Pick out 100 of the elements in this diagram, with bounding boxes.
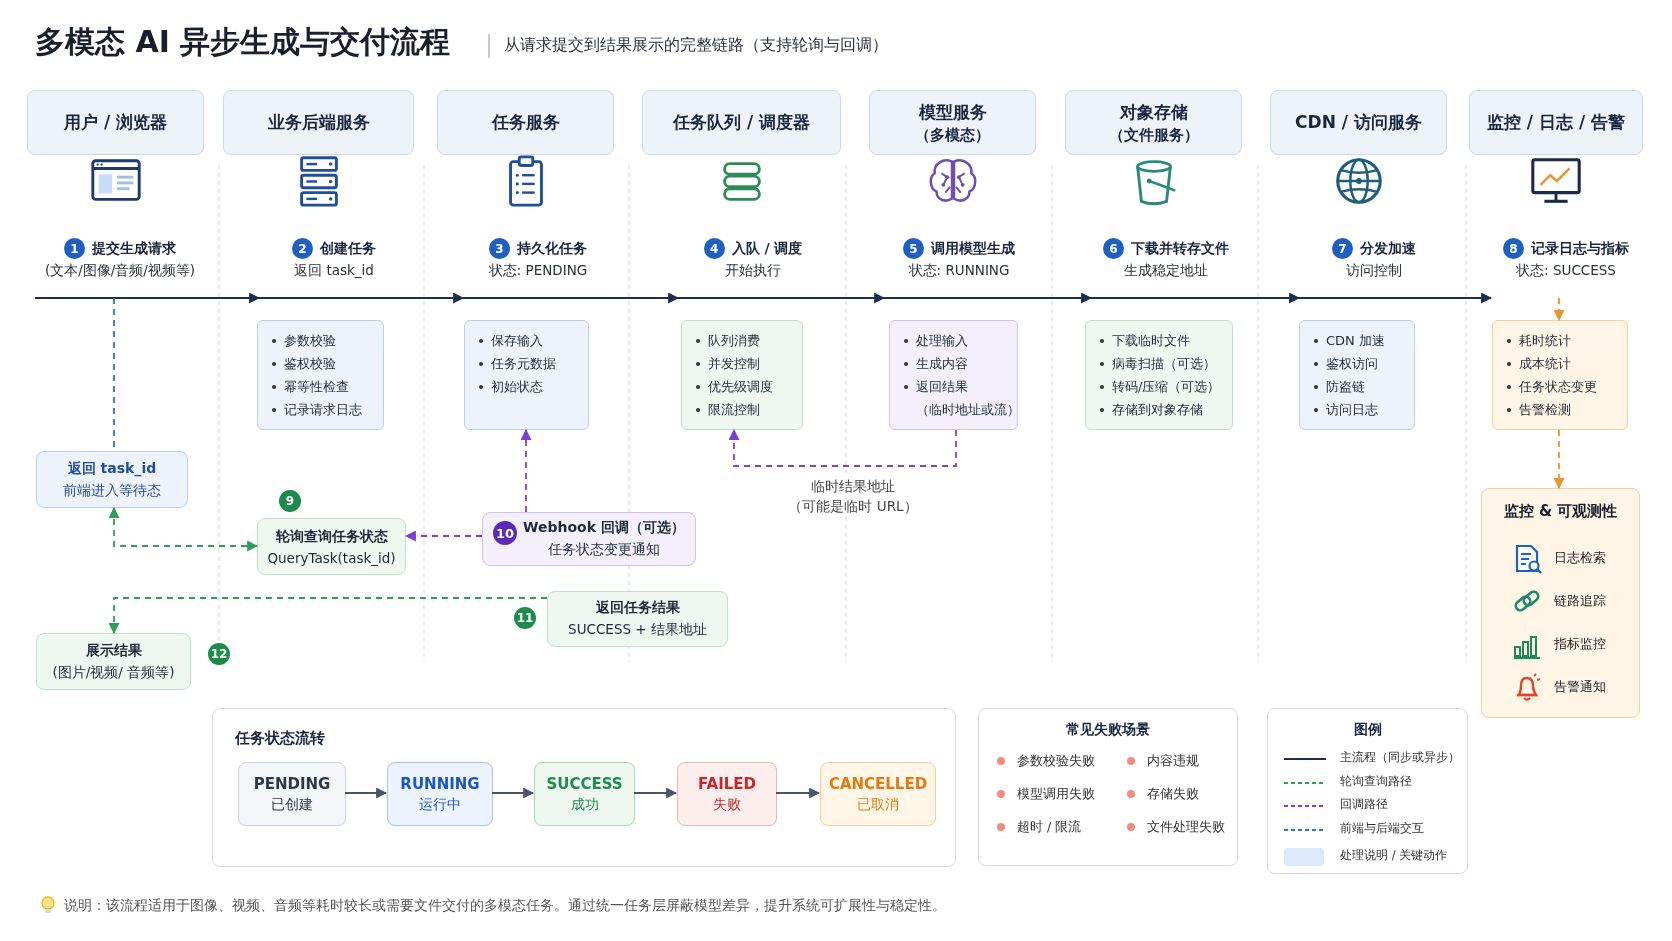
status-name: RUNNING: [400, 774, 480, 793]
panel-title: 图例: [1352, 721, 1383, 739]
step-number-badge: 7: [1332, 238, 1353, 259]
list-item: 参数校验: [270, 329, 377, 352]
step-subtitle: 状态: PENDING: [488, 262, 588, 280]
note-card: [547, 591, 728, 647]
lane-title: 监控 / 日志 / 告警: [1486, 111, 1626, 134]
status-card: [387, 762, 493, 826]
list-item: 鉴权访问: [1312, 352, 1408, 375]
step-number-badge: 6: [1103, 238, 1124, 259]
lane-subtitle: （多模态）: [915, 125, 990, 145]
step-title: 提交生成请求: [92, 239, 176, 258]
lane-header: [642, 90, 841, 155]
legend-text: 处理说明 / 关键动作: [1340, 848, 1448, 863]
lane-header: [869, 90, 1036, 155]
status-card: [677, 762, 777, 826]
lane-header: [223, 90, 414, 155]
step-number-badge: 3: [489, 238, 510, 259]
lane-header: [1065, 90, 1242, 155]
status-name: SUCCESS: [546, 774, 623, 793]
note-text: 前端进入等待态: [63, 481, 161, 500]
list-item: 内容违规: [1127, 751, 1199, 771]
list-item: 下载临时文件: [1098, 329, 1226, 352]
arrow: [1553, 297, 1565, 322]
list-item: 幂等性检查: [270, 375, 377, 398]
step-number-badge: 12: [208, 643, 230, 665]
list-item: 耗时统计: [1505, 329, 1621, 352]
detail-card: [1299, 320, 1415, 430]
status-card: [238, 762, 346, 826]
legend-text: 主流程（同步或异步）: [1340, 750, 1460, 765]
lane-title: 任务队列 / 调度器: [672, 111, 810, 134]
list-item: 任务状态变更: [1505, 375, 1621, 398]
arrow: [108, 506, 259, 552]
panel-title: 监控 & 可观测性: [1502, 502, 1619, 521]
list-item: CDN 加速: [1312, 329, 1408, 352]
detail-card: [1085, 320, 1233, 430]
step-number-badge: 8: [1503, 238, 1524, 259]
diagram-title: 多模态 AI 异步生成与交付流程: [35, 23, 451, 61]
list-item: 限流控制: [694, 398, 796, 421]
step-number-badge: 2: [292, 238, 313, 259]
note-card: [36, 633, 191, 690]
list-item: 处理输入: [902, 329, 1011, 352]
step-title: 入队 / 调度: [731, 239, 803, 258]
note-card: [482, 512, 696, 566]
status-card: [534, 762, 635, 826]
lane-subtitle: （文件服务）: [1108, 125, 1199, 145]
status-name: PENDING: [253, 774, 331, 793]
step-number-badge: 9: [279, 490, 301, 512]
list-item: 初始状态: [477, 375, 582, 398]
step-number-badge: 10: [493, 521, 517, 545]
list-item: 模型调用失败: [997, 784, 1095, 804]
list-item: 访问日志: [1312, 398, 1408, 421]
detail-card: [681, 320, 803, 430]
note-text: (图片/视频/ 音频等): [52, 663, 175, 682]
step-title: 创建任务: [320, 239, 376, 258]
step-title: 下载并转存文件: [1131, 239, 1229, 258]
arrow: [491, 787, 535, 799]
list-item: 任务元数据: [477, 352, 582, 375]
list-item: 鉴权校验: [270, 352, 377, 375]
arrow: [344, 787, 388, 799]
list-item: 超时 / 限流: [997, 817, 1082, 837]
step-title: 持久化任务: [517, 239, 587, 258]
note-text: SUCCESS + 结果地址: [568, 621, 707, 639]
detail-card: [464, 320, 589, 430]
arrow: [108, 597, 548, 635]
note-card: [257, 518, 406, 575]
status-label: 运行中: [419, 795, 461, 814]
diagram-subtitle: 从请求提交到结果展示的完整链路（支持轮询与回调）: [504, 35, 888, 56]
lane-title: 对象存储: [1119, 100, 1188, 124]
list-item: 记录请求日志: [270, 398, 377, 421]
step-subtitle: 状态: RUNNING: [908, 262, 1010, 280]
list-item: 并发控制: [694, 352, 796, 375]
caption-note: 说明：该流程适用于图像、视频、音频等耗时较长或需要文件交付的多模态任务。通过统一任务层屏蔽模型差异，提升系统可扩展性与稳定性。: [64, 897, 946, 915]
status-label: 已取消: [857, 795, 899, 814]
list-item: 文件处理失败: [1127, 817, 1225, 837]
failure-panel: [978, 708, 1238, 866]
detail-card: [889, 320, 1018, 430]
step-title: 记录日志与指标: [1531, 239, 1629, 258]
list-item: 成本统计: [1505, 352, 1621, 375]
arrow: [520, 428, 532, 513]
step-number-badge: 1: [64, 238, 85, 259]
detail-card: [257, 320, 384, 430]
note-title: 轮询查询任务状态: [275, 527, 388, 546]
step-title: 分发加速: [1360, 239, 1416, 258]
lane-header: [1469, 90, 1643, 155]
lane-title: 业务后端服务: [267, 111, 370, 134]
step-number-badge: 5: [903, 238, 924, 259]
legend-text: 轮询查询路径: [1340, 773, 1412, 789]
status-label: 成功: [570, 795, 599, 814]
list-item: 存储失败: [1127, 784, 1199, 804]
status-label: 已创建: [271, 795, 313, 814]
list-item: 参数校验失败: [997, 751, 1095, 771]
status-panel: [212, 708, 956, 867]
note-title: Webhook 回调（可选）: [523, 519, 685, 537]
list-item: 防盗链: [1312, 375, 1408, 398]
list-item: 告警检测: [1505, 398, 1621, 421]
list-item: 告警通知: [1554, 678, 1606, 696]
status-name: CANCELLED: [828, 774, 928, 793]
lane-title: 用户 / 浏览器: [63, 111, 167, 134]
step-title: 调用模型生成: [931, 239, 1015, 258]
